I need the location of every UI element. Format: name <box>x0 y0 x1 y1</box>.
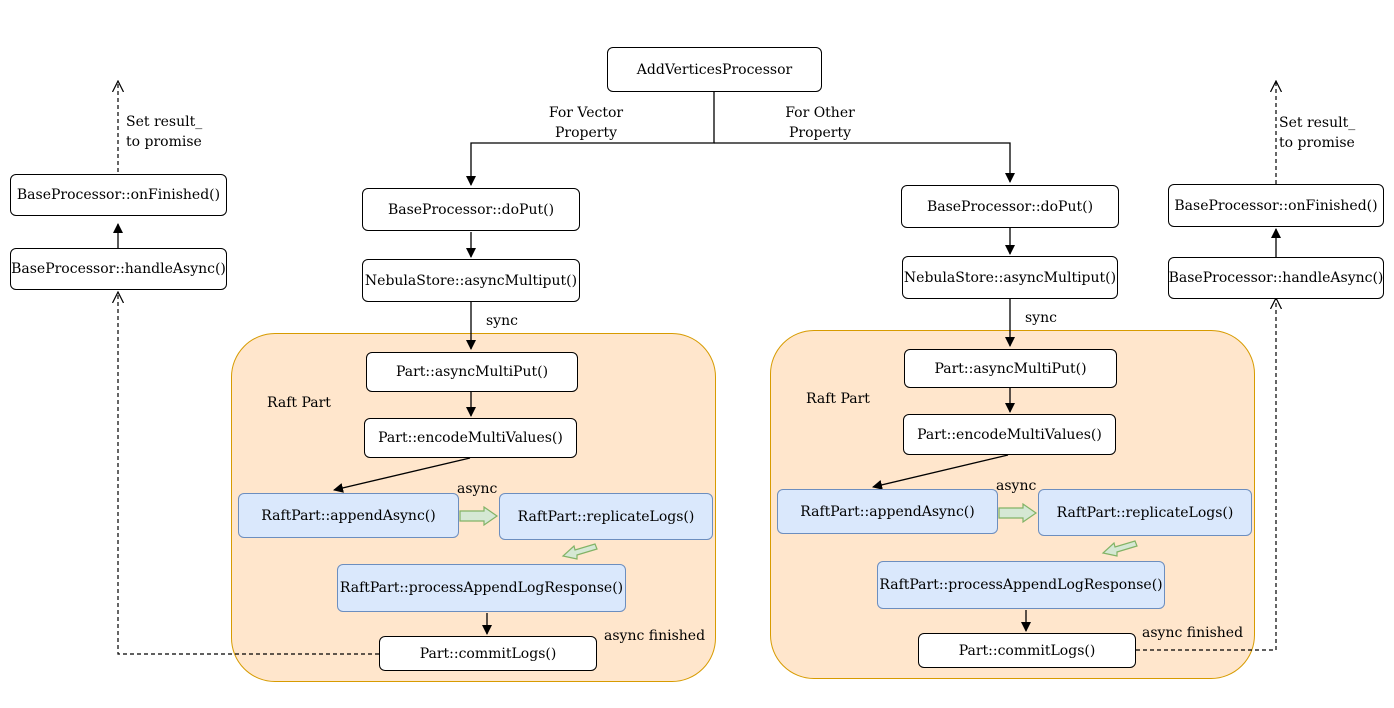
left-set-result-line1: Set result_ <box>126 114 203 130</box>
right-processappend-node: RaftPart::processAppendLogResponse() <box>877 561 1165 609</box>
right-handleasync-node: BaseProcessor::handleAsync() <box>1168 257 1384 299</box>
left-encode-node: Part::encodeMultiValues() <box>364 418 577 458</box>
left-handleasync-node: BaseProcessor::handleAsync() <box>10 248 227 290</box>
left-set-result-line2: to promise <box>126 134 202 150</box>
right-set-result-line1: Set result_ <box>1279 115 1356 131</box>
left-response-hint-arrow <box>561 543 598 560</box>
right-part-asyncmultiput-node: Part::asyncMultiPut() <box>904 349 1117 388</box>
add-vertices-processor-node: AddVerticesProcessor <box>607 47 822 92</box>
left-replicatelogs-node: RaftPart::replicateLogs() <box>499 493 713 540</box>
for-other-line2: Property <box>788 125 851 141</box>
right-appendasync-node: RaftPart::appendAsync() <box>777 489 998 534</box>
left-flow-edges <box>113 223 492 635</box>
left-raft-part-label: Raft Part <box>267 395 331 411</box>
left-sync-label: sync <box>486 313 518 329</box>
right-async-label: async <box>996 478 1037 494</box>
right-replicatelogs-node: RaftPart::replicateLogs() <box>1038 489 1252 536</box>
left-set-result-label: Set result_ to promise <box>126 112 202 152</box>
right-response-hint-arrow <box>1101 540 1138 557</box>
left-dashed-edges <box>118 82 379 655</box>
edge-root-split <box>466 92 1015 186</box>
for-vector-line1: For Vector <box>548 105 624 121</box>
for-vector-line2: Property <box>554 125 617 141</box>
right-sync-label: sync <box>1025 310 1057 326</box>
right-flow-edges <box>872 228 1281 632</box>
left-onfinished-node: BaseProcessor::onFinished() <box>10 174 227 216</box>
left-appendasync-node: RaftPart::appendAsync() <box>238 493 459 538</box>
left-async-finished-label: async finished <box>604 628 706 644</box>
for-other-line1: For Other <box>785 105 855 121</box>
left-part-asyncmultiput-node: Part::asyncMultiPut() <box>366 352 578 392</box>
right-async-hint-arrow <box>998 502 1038 524</box>
right-doput-node: BaseProcessor::doPut() <box>901 185 1119 228</box>
left-async-hint-arrow <box>459 505 499 527</box>
right-set-result-label: Set result_ to promise <box>1279 113 1355 153</box>
right-commitlogs-node: Part::commitLogs() <box>918 633 1136 668</box>
left-processappend-node: RaftPart::processAppendLogResponse() <box>337 564 626 612</box>
right-multiput-node: NebulaStore::asyncMultiput() <box>902 256 1118 299</box>
right-onfinished-node: BaseProcessor::onFinished() <box>1168 184 1384 227</box>
right-set-result-line2: to promise <box>1279 135 1355 151</box>
for-other-label: For Other Property <box>770 103 870 143</box>
right-dashed-edges <box>1136 82 1276 651</box>
right-raft-part-label: Raft Part <box>806 391 870 407</box>
left-doput-node: BaseProcessor::doPut() <box>362 188 580 231</box>
right-encode-node: Part::encodeMultiValues() <box>903 414 1116 455</box>
left-multiput-node: NebulaStore::asyncMultiput() <box>362 259 580 302</box>
for-vector-label: For Vector Property <box>536 103 636 143</box>
left-async-label: async <box>457 481 498 497</box>
left-commitlogs-node: Part::commitLogs() <box>379 636 597 671</box>
right-async-finished-label: async finished <box>1142 625 1244 641</box>
